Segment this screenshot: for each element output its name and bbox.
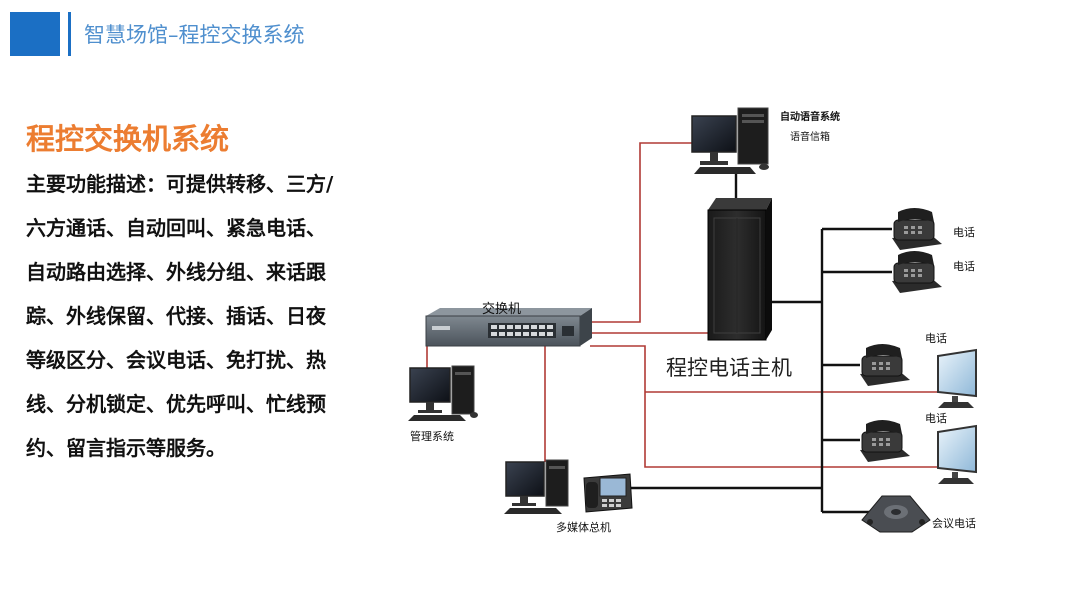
- management-label: 管理系统: [410, 429, 454, 443]
- conference-label: 会议电话: [932, 517, 976, 530]
- page-header-title: 智慧场馆–程控交换系统: [84, 23, 305, 47]
- multimedia-label: 多媒体总机: [556, 520, 611, 534]
- header-divider: [68, 12, 71, 56]
- phone-icon: [860, 420, 910, 462]
- management-computer-icon: [408, 365, 478, 421]
- multimedia-computer-icon: [504, 459, 569, 514]
- flat-monitor-icon: [937, 424, 977, 484]
- header-accent-block: [10, 12, 60, 56]
- voice-system-label: 自动语音系统: [780, 110, 840, 123]
- phone-icon: [892, 251, 942, 293]
- voice-system-computer-icon: [691, 107, 769, 174]
- link-lines: [426, 142, 940, 468]
- pbx-label: 程控电话主机: [666, 356, 792, 380]
- flat-monitor-icon: [937, 348, 977, 408]
- description-line: 踪、外线保留、代接、插话、日夜: [26, 304, 326, 328]
- function-description: 主要功能描述：可提供转移、三方/ 六方通话、自动回叫、紧急电话、 自动路由选择、…: [26, 166, 386, 474]
- voicemail-label: 语音信箱: [790, 130, 830, 143]
- phone-label: 电话: [925, 412, 947, 425]
- description-line: 线、分机锁定、优先呼叫、忙线预: [26, 392, 326, 416]
- phone-icon: [892, 208, 942, 250]
- multimedia-phone-icon: [583, 473, 633, 513]
- description-line: 等级区分、会议电话、免打扰、热: [26, 348, 326, 372]
- phone-label: 电话: [953, 226, 975, 239]
- section-title: 程控交换机系统: [26, 122, 230, 156]
- link-switch-to-phones: [590, 345, 940, 468]
- switch-label: 交换机: [482, 301, 521, 317]
- phone-label: 电话: [925, 332, 947, 345]
- trunk-lines: [630, 170, 892, 514]
- description-line: 六方通话、自动回叫、紧急电话、: [26, 216, 326, 240]
- phone-label: 电话: [953, 260, 975, 273]
- phone-icon: [860, 344, 910, 386]
- network-switch-icon: [425, 308, 592, 347]
- description-line: 约、留言指示等服务。: [26, 436, 226, 460]
- description-line: 自动路由选择、外线分组、来话跟: [26, 260, 326, 284]
- conference-phone-icon: [861, 495, 931, 533]
- link-switch-to-voice: [590, 142, 695, 323]
- description-line: 主要功能描述：可提供转移、三方/: [26, 172, 334, 196]
- pbx-rack-icon: [707, 198, 772, 341]
